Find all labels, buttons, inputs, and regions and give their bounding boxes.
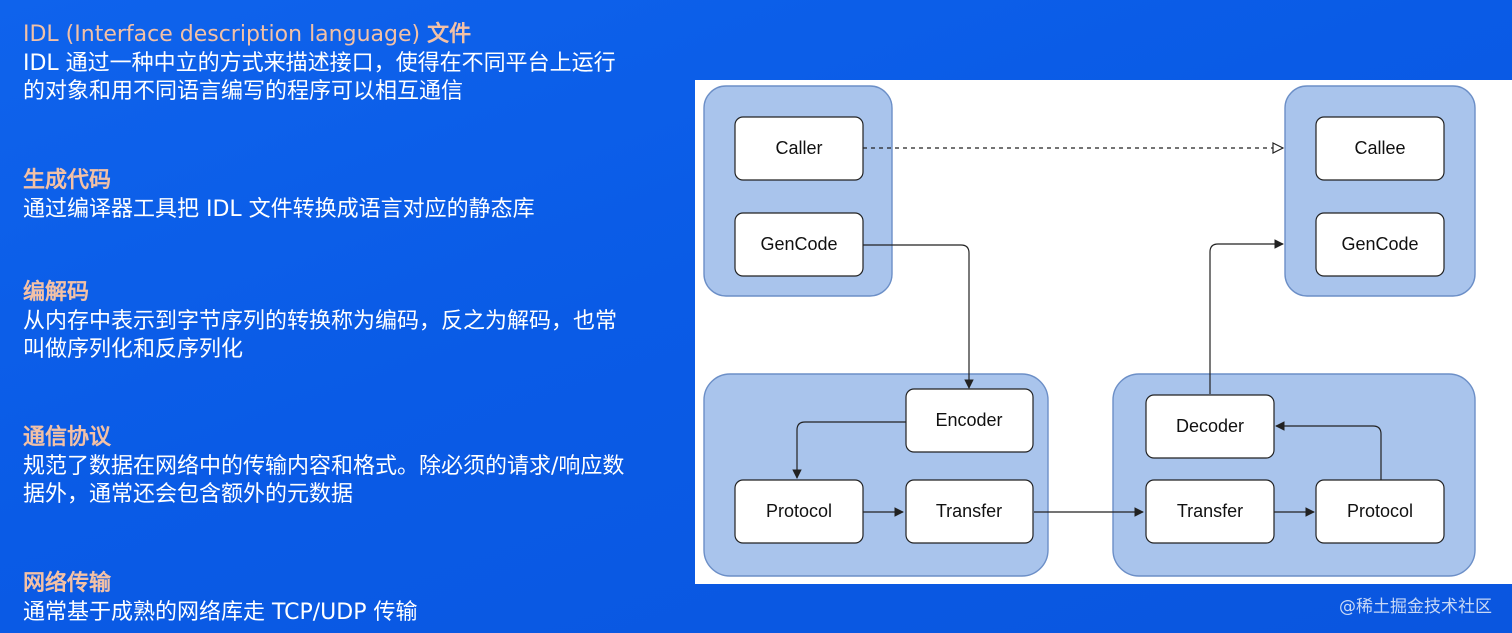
section-title: 编解码: [23, 280, 90, 305]
section-title: 生成代码: [23, 168, 112, 193]
node-protocol-right: Protocol: [1315, 479, 1445, 544]
section-network: 网络传输 通常基于成熟的网络库走 TCP/UDP 传输: [23, 569, 683, 627]
edge-gencode-encoder: [863, 244, 974, 389]
node-label: Protocol: [766, 501, 832, 521]
node-label: Decoder: [1176, 416, 1244, 436]
node-label: Caller: [775, 138, 822, 158]
section-title-suffix: 文件: [427, 22, 472, 47]
section-desc: 规范了数据在网络中的传输内容和格式。除必须的请求/响应数 据外，通常还会包含额外…: [23, 454, 625, 507]
node-decoder: Decoder: [1145, 394, 1275, 459]
section-desc: IDL 通过一种中立的方式来描述接口，使得在不同平台上运行 的对象和用不同语言编…: [23, 51, 616, 104]
section-desc: 从内存中表示到字节序列的转换称为编码，反之为解码，也常 叫做序列化和反序列化: [23, 309, 618, 362]
node-callee: Callee: [1315, 116, 1445, 181]
section-title: 通信协议: [23, 425, 112, 450]
node-gencode-right: GenCode: [1315, 212, 1445, 277]
edge-encoder-protocol: [792, 421, 906, 479]
section-codegen: 生成代码 通过编译器工具把 IDL 文件转换成语言对应的静态库: [23, 166, 683, 224]
node-transfer-right: Transfer: [1145, 479, 1275, 544]
section-title-prefix: IDL (Interface description language): [23, 22, 428, 47]
section-protocol: 通信协议 规范了数据在网络中的传输内容和格式。除必须的请求/响应数 据外，通常还…: [23, 423, 683, 509]
node-label: GenCode: [760, 234, 837, 254]
section-codec: 编解码 从内存中表示到字节序列的转换称为编码，反之为解码，也常 叫做序列化和反序…: [23, 278, 683, 364]
watermark-footer: @稀土掘金技术社区: [1339, 597, 1492, 617]
rpc-diagram: Caller GenCode Callee GenCode Encoder Pr…: [703, 85, 1476, 577]
node-gencode-left: GenCode: [734, 212, 864, 277]
node-label: Callee: [1354, 138, 1405, 158]
node-label: Encoder: [935, 410, 1002, 430]
node-caller: Caller: [734, 116, 864, 181]
node-label: GenCode: [1341, 234, 1418, 254]
node-encoder: Encoder: [905, 388, 1034, 453]
section-title: 网络传输: [23, 571, 112, 596]
section-title: IDL (Interface description language) 文件: [23, 20, 683, 50]
edge-protocol-decoder: [1275, 421, 1382, 480]
edge-decoder-gencode: [1209, 239, 1284, 394]
node-label: Transfer: [936, 501, 1002, 521]
node-label: Transfer: [1177, 501, 1243, 521]
node-label: Protocol: [1347, 501, 1413, 521]
node-protocol-left: Protocol: [734, 479, 864, 544]
node-transfer-left: Transfer: [905, 479, 1034, 544]
section-desc: 通常基于成熟的网络库走 TCP/UDP 传输: [23, 600, 418, 625]
section-desc: 通过编译器工具把 IDL 文件转换成语言对应的静态库: [23, 197, 535, 222]
diagram-panel: Caller GenCode Callee GenCode Encoder Pr…: [695, 80, 1512, 584]
section-idl: IDL (Interface description language) 文件 …: [23, 20, 683, 106]
